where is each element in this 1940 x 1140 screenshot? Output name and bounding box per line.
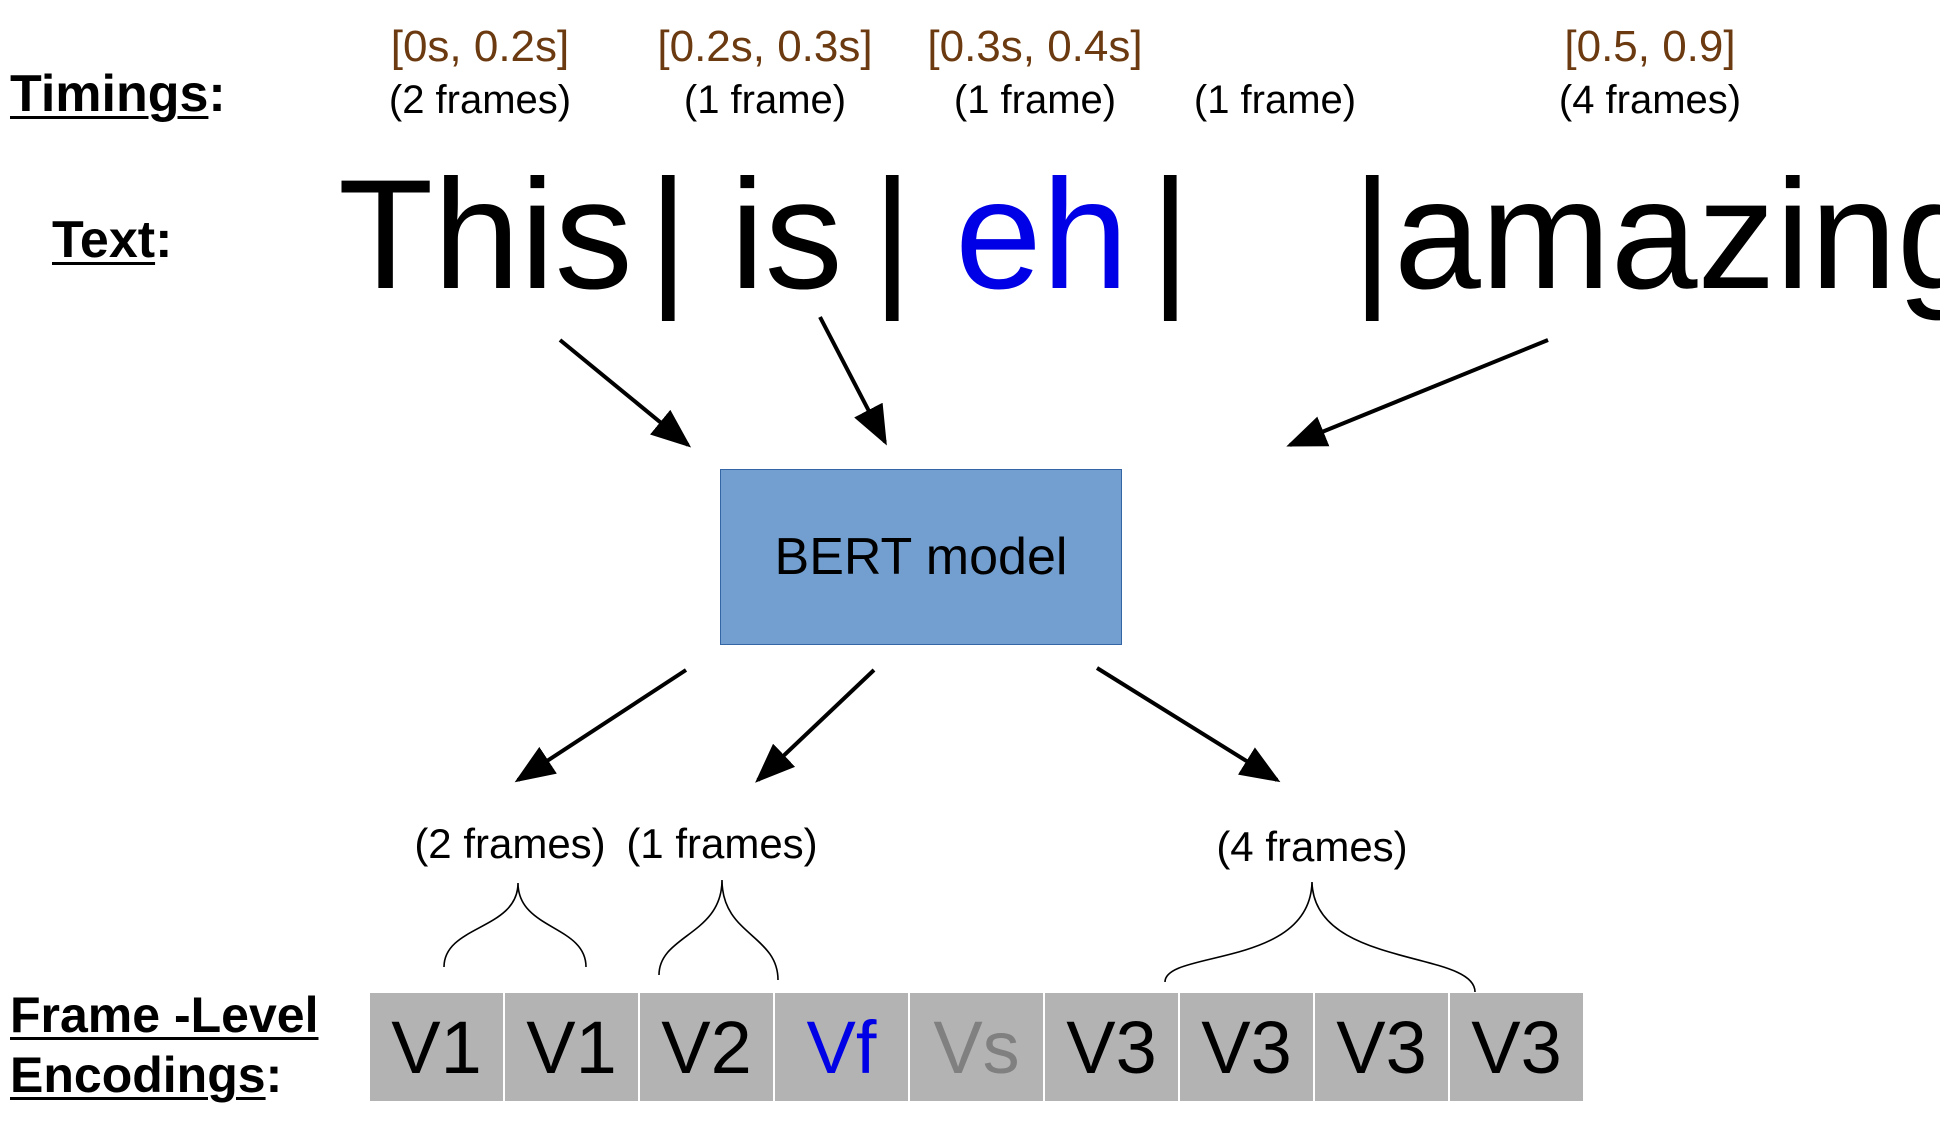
frame-level-line1: Frame -Level (10, 987, 319, 1043)
frame-cell-1-label: V1 (391, 1005, 482, 1089)
timing-0-time: [0s, 0.2s] (390, 22, 570, 71)
arrow-this-to-model (558, 338, 692, 448)
timing-3-frames: (1 frame) (1193, 78, 1357, 122)
brace-group2 (658, 879, 779, 981)
frame-level-line2: Encodings (10, 1047, 266, 1103)
timing-2-time: [0.3s, 0.4s] (927, 22, 1143, 71)
separator-3: | (1150, 148, 1191, 322)
frame-cell-2-label: V1 (526, 1005, 617, 1089)
frame-cell-9-label: V3 (1471, 1005, 1562, 1089)
timings-label: Timings: (10, 64, 226, 124)
group2-count: (1 frames) (626, 820, 818, 867)
frame-cell-8-label: V3 (1336, 1005, 1427, 1089)
timing-4-frames: (4 frames) (1558, 78, 1742, 122)
timing-1-frames: (1 frame) (683, 78, 847, 122)
timings-label-colon: : (208, 65, 226, 123)
brace-group3 (1164, 881, 1476, 993)
frame-level-label: Frame -Level Encodings: (10, 985, 318, 1105)
arrow-amazing-to-model (1286, 338, 1549, 447)
arrow-model-to-group3 (1095, 666, 1281, 783)
arrow-model-to-group1 (514, 668, 688, 783)
word-eh: eh (955, 148, 1129, 322)
frame-cell-5-label: Vs (933, 1005, 1020, 1089)
text-label-text: Text (52, 211, 156, 269)
frame-cell-7: V3 (1180, 993, 1313, 1101)
frame-cell-7-label: V3 (1201, 1005, 1292, 1089)
frame-cell-6-label: V3 (1066, 1005, 1157, 1089)
word-this: This (338, 148, 633, 322)
frame-cell-6: V3 (1045, 993, 1178, 1101)
word-amazing: amazing (1394, 148, 1940, 322)
separator-1: | (648, 148, 689, 322)
arrow-model-to-group2 (755, 668, 876, 783)
timing-4-time: [0.5, 0.9] (1564, 22, 1736, 71)
group3-count: (4 frames) (1216, 823, 1408, 870)
group1-count: (2 frames) (414, 820, 606, 867)
frame-level-colon: : (265, 1047, 283, 1103)
frame-cell-3: V2 (640, 993, 773, 1101)
frame-cell-4-label: Vf (806, 1005, 877, 1089)
timing-0-frames: (2 frames) (388, 78, 572, 122)
word-is: is (730, 148, 843, 322)
frame-cell-2: V1 (505, 993, 638, 1101)
frame-cell-5: Vs (910, 993, 1043, 1101)
frame-cell-9: V3 (1450, 993, 1583, 1101)
frame-cell-1: V1 (370, 993, 503, 1101)
arrow-is-to-model (818, 316, 887, 446)
brace-group1 (443, 882, 587, 968)
bert-model-box: BERT model (720, 469, 1122, 645)
timings-label-text: Timings (10, 65, 209, 123)
bert-model-label: BERT model (774, 528, 1068, 586)
frame-cell-8: V3 (1315, 993, 1448, 1101)
separator-4: | (1352, 148, 1393, 322)
text-label-colon: : (155, 211, 173, 269)
frame-cell-4: Vf (775, 993, 908, 1101)
timing-1-time: [0.2s, 0.3s] (657, 22, 873, 71)
separator-2: | (872, 148, 913, 322)
frame-cell-3-label: V2 (661, 1005, 752, 1089)
timing-2-frames: (1 frame) (953, 78, 1117, 122)
text-label: Text: (52, 210, 172, 270)
